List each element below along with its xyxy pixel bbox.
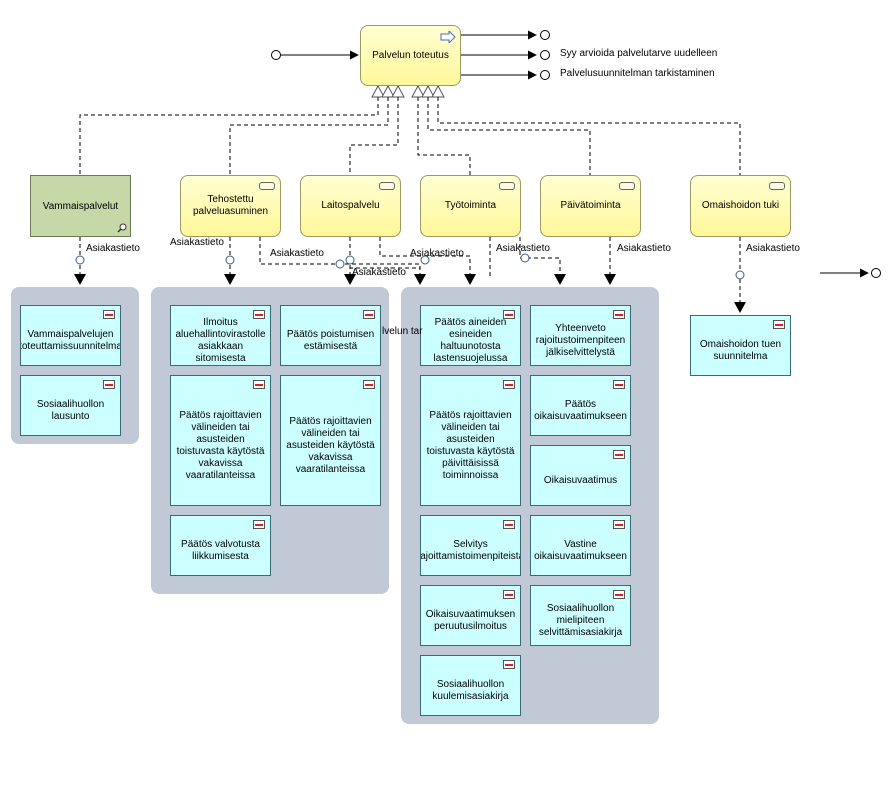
document-label: Vammaispalvelujen toteuttamissuunnitelma [20,328,121,352]
document-selvitys-rajoittamistoimenpiteista[interactable]: Selvitys rajoittamistoimenpiteistä [420,515,521,576]
document-paatos-valvotusta-liikkumisesta[interactable]: Päätös valvotusta liikkumisesta [170,515,271,576]
outcome-label-2: Palvelusuunnitelman tarkistaminen [560,68,715,79]
end-event-icon [540,50,550,60]
document-icon [253,520,265,529]
document-label: Sosiaalihuollon kuulemisasiakirja [432,678,509,702]
document-label: Yhteenveto rajoitustoimenpiteen jälkisel… [535,322,626,358]
info-flow-marker-icon [735,270,745,280]
document-label: Päätös rajoittavien välineiden tai asust… [286,415,375,475]
document-paatos-toistuvasta-kaytosta[interactable]: Päätös rajoittavien välineiden tai asust… [170,375,271,506]
document-label: Päätös valvotusta liikkumisesta [181,538,260,562]
document-label: Vastine oikaisuvaatimukseen [534,538,627,562]
end-event-icon [871,268,881,278]
document-oikaisuvaatimus[interactable]: Oikaisuvaatimus [530,445,631,506]
info-flow-marker-icon [225,255,235,265]
process-tag-icon [769,182,785,190]
process-label: Omaishoidon tuki [701,200,780,211]
flow-label: Asiakastieto [410,248,464,259]
flow-label: Asiakastieto [270,248,324,259]
process-tag-icon [499,182,515,190]
process-label: Laitospalvelu [321,200,380,211]
process-arrow-icon [440,31,456,43]
process-label: Työtoiminta [444,200,497,211]
document-icon [503,590,515,599]
flow-label: Asiakastieto [352,267,406,278]
info-flow-marker-icon [345,255,355,265]
document-vammaispalvelujen-toteuttamissuunnitelma[interactable]: Vammaispalvelujen toteuttamissuunnitelma [20,305,121,366]
process-tag-icon [259,182,275,190]
document-label: Päätös poistumisen estämisestä [286,328,375,352]
document-icon [613,520,625,529]
document-icon [613,450,625,459]
document-label: Selvitys rajoittamistoimenpiteistä [420,538,521,562]
document-yhteenveto-jalkiselvittelysta[interactable]: Yhteenveto rajoitustoimenpiteen jälkisel… [530,305,631,366]
info-flow-marker-icon [520,253,530,263]
process-laitospalvelu[interactable]: Laitospalvelu [300,175,401,237]
document-vastine-oikaisuvaatimukseen[interactable]: Vastine oikaisuvaatimukseen [530,515,631,576]
process-paivatoiminta[interactable]: Päivätoiminta [540,175,641,237]
document-icon [253,380,265,389]
magnifier-icon [117,223,127,233]
main-process-palvelun-toteutus[interactable]: Palvelun toteutus [360,25,461,86]
document-ilmoitus-sitomisesta[interactable]: Ilmoitus aluehallintovirastolle asiakkaa… [170,305,271,366]
document-icon [613,380,625,389]
document-label: Sosiaalihuollon mielipiteen selvittämisa… [538,602,623,638]
document-paatos-haltuunotosta[interactable]: Päätös aineiden esineiden haltuunotosta … [420,305,521,366]
info-flow-marker-icon [75,255,85,265]
function-vammaispalvelut[interactable]: Vammaispalvelut [30,175,131,237]
document-icon [253,310,265,319]
flow-label: Asiakastieto [170,237,224,248]
start-event-icon [271,50,281,60]
info-flow-marker-icon [420,255,430,265]
document-sosiaalihuollon-lausunto[interactable]: Sosiaalihuollon lausunto [20,375,121,436]
document-label: Omaishoidon tuen suunnitelma [699,338,782,362]
flow-label: Asiakastieto [86,243,140,254]
document-icon [503,520,515,529]
document-label: Päätös rajoittavien välineiden tai asust… [426,409,515,481]
flow-label: Asiakastieto [617,243,671,254]
document-icon [363,380,375,389]
document-icon [613,590,625,599]
document-mielipiteen-selvittamisasiakirja[interactable]: Sosiaalihuollon mielipiteen selvittämisa… [530,585,631,646]
document-oikaisuvaatimuksen-peruutusilmoitus[interactable]: Oikaisuvaatimuksen peruutusilmoitus [420,585,521,646]
document-label: Päätös aineiden esineiden haltuunotosta … [433,316,508,364]
document-paatos-paivittaisissa-toiminnoissa[interactable]: Päätös rajoittavien välineiden tai asust… [420,375,521,506]
flow-label: Asiakastieto [496,243,550,254]
document-paatos-kaytosta-vaaratilanteissa[interactable]: Päätös rajoittavien välineiden tai asust… [280,375,381,506]
document-icon [103,310,115,319]
document-omaishoidon-tuen-suunnitelma[interactable]: Omaishoidon tuen suunnitelma [690,315,791,376]
document-label: Päätös rajoittavien välineiden tai asust… [176,409,265,481]
info-flow-marker-icon [335,259,345,269]
document-icon [613,310,625,319]
flow-label: Asiakastieto [746,243,800,254]
document-label: Oikaisuvaatimus [543,474,618,486]
document-icon [503,380,515,389]
process-tehostettu-palveluasuminen[interactable]: Tehostettu palveluasuminen [180,175,281,237]
document-paatos-oikaisuvaatimukseen[interactable]: Päätös oikaisuvaatimukseen [530,375,631,436]
document-icon [773,320,785,329]
document-kuulemisasiakirja[interactable]: Sosiaalihuollon kuulemisasiakirja [420,655,521,716]
process-tag-icon [379,182,395,190]
end-event-icon [540,30,550,40]
process-label: Päivätoiminta [560,200,621,211]
document-label: Ilmoitus aluehallintovirastolle asiakkaa… [175,316,266,364]
document-paatos-poistumisen-estamisesta[interactable]: Päätös poistumisen estämisestä [280,305,381,366]
document-icon [103,380,115,389]
end-event-icon [540,70,550,80]
document-icon [503,660,515,669]
document-icon [503,310,515,319]
document-icon [363,310,375,319]
document-label: Päätös oikaisuvaatimukseen [534,398,627,422]
overlap-label-fragment: lvelun tar [382,326,423,337]
outcome-label-1: Syy arvioida palvelutarve uudelleen [560,48,718,59]
document-label: Oikaisuvaatimuksen peruutusilmoitus [425,608,516,632]
document-label: Sosiaalihuollon lausunto [36,398,105,422]
function-label: Vammaispalvelut [42,200,119,212]
main-process-label: Palvelun toteutus [372,49,449,61]
process-omaishoidon-tuki[interactable]: Omaishoidon tuki [690,175,791,237]
process-tyotoiminta[interactable]: Työtoiminta [420,175,521,237]
process-tag-icon [619,182,635,190]
process-label: Tehostettu palveluasuminen [192,194,269,217]
